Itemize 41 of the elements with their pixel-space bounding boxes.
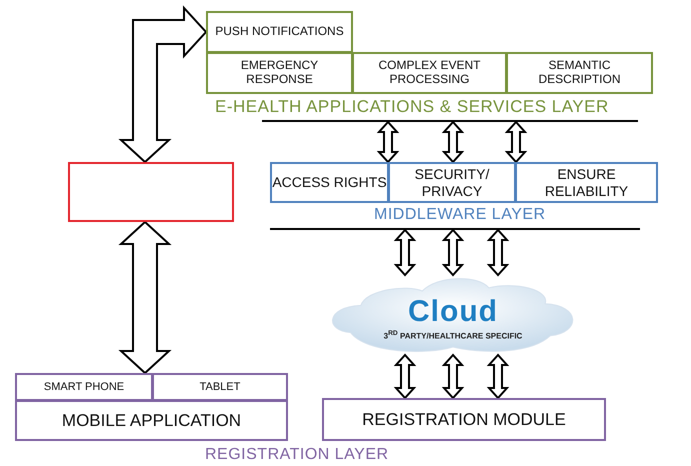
layer-label: MIDDLEWARE LAYER (374, 206, 546, 224)
box-label: SEMANTIC DESCRIPTION (537, 59, 622, 87)
middleware-box (270, 162, 389, 203)
double-arrow (442, 120, 464, 164)
double-arrow (442, 354, 464, 400)
service-box (206, 52, 353, 94)
double-arrow (486, 228, 510, 276)
box-label: EMERGENCY RESPONSE (240, 59, 320, 87)
layer-label: E-HEALTH APPLICATIONS & SERVICES LAYER (215, 97, 609, 117)
double-arrow (376, 120, 400, 164)
box-label: PUSH NOTIFICATIONS (215, 25, 344, 39)
cloud-title: Cloud (408, 295, 498, 330)
box-label: ENSURE RELIABILITY (544, 166, 630, 199)
service-box (206, 11, 353, 53)
middleware-box (388, 162, 516, 203)
layer-label: REGISTRATION LAYER (205, 446, 389, 464)
service-box (506, 52, 653, 94)
messaging-box (68, 162, 234, 222)
separator-line (270, 228, 640, 230)
middleware-box (515, 162, 658, 203)
device-box (152, 373, 288, 401)
double-arrow (394, 354, 416, 400)
box-label: MOBILE APPLICATION (62, 410, 242, 430)
double-arrow (442, 228, 464, 276)
box-label: SECURITY/ PRIVACY (414, 166, 490, 199)
box-label: SMART PHONE (44, 380, 124, 394)
box-label: ACCESS RIGHTS (272, 174, 387, 191)
double-arrow (394, 228, 416, 276)
device-box (15, 373, 153, 401)
box-label: TABLET (200, 380, 240, 394)
module-box (322, 398, 606, 441)
application-box (15, 400, 288, 441)
box-label: REGISTRATION MODULE (362, 410, 566, 430)
double-arrow (118, 5, 208, 164)
service-box (352, 52, 507, 94)
double-arrow (486, 354, 510, 400)
double-arrow (118, 220, 172, 374)
double-arrow (504, 120, 528, 164)
cloud-subtitle: 3$^{RD}$ PARTY/HEALTHCARE SPECIFIC (384, 330, 522, 341)
separator-line (262, 120, 638, 122)
box-label: COMPLEX EVENT PROCESSING (377, 59, 482, 87)
